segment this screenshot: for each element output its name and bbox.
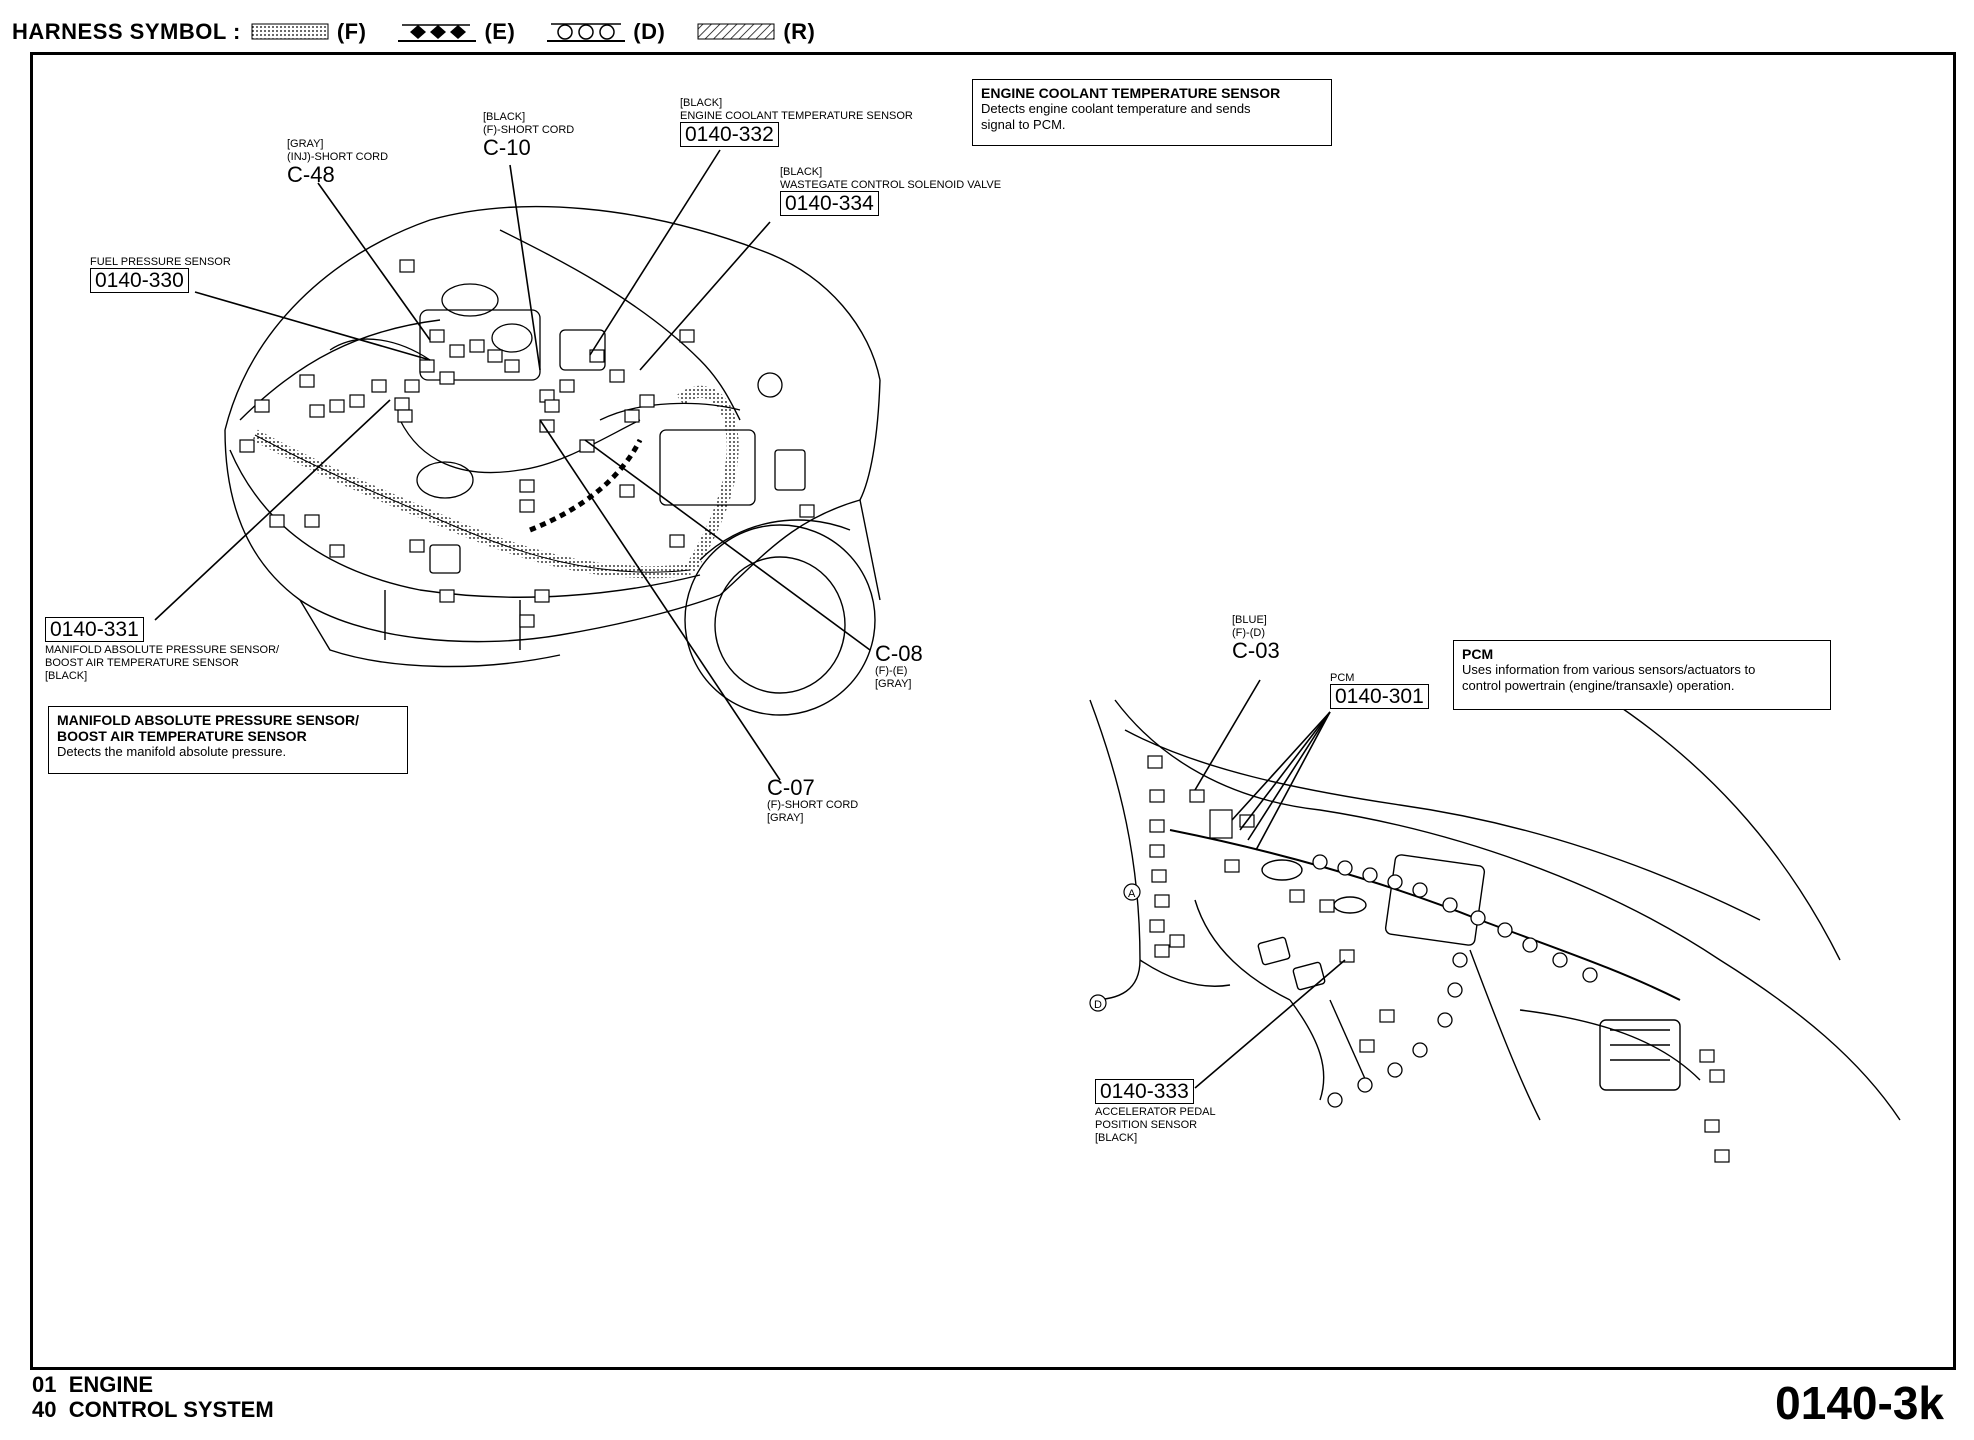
c03-id: C-03: [1232, 638, 1280, 663]
engine-connectors: [239, 259, 815, 628]
dotted-shading-icon: [251, 23, 329, 40]
harness-legend: HARNESS SYMBOL : (F) (E) (D) (R): [12, 14, 837, 50]
section-footer: 01 ENGINE 40 CONTROL SYSTEM: [32, 1372, 274, 1422]
map-line2: BOOST AIR TEMPERATURE SENSOR: [45, 657, 239, 669]
harness-symbol-f: (F): [251, 19, 367, 45]
harness-symbol-r: (R): [697, 19, 815, 45]
map-code: 0140-331: [45, 617, 144, 642]
map-color: [BLACK]: [45, 670, 88, 682]
map-line1: MANIFOLD ABSOLUTE PRESSURE SENSOR/: [45, 644, 280, 656]
wastegate-valve-label: [BLACK] WASTEGATE CONTROL SOLENOID VALVE…: [780, 166, 1001, 216]
c03-color: [BLUE]: [1232, 614, 1267, 626]
c10-type: (F)-SHORT CORD: [483, 124, 575, 136]
harness-title: HARNESS SYMBOL :: [12, 19, 241, 44]
marker-d-circle: [1089, 994, 1107, 1012]
wastegate-name: WASTEGATE CONTROL SOLENOID VALVE: [780, 179, 1002, 191]
c07-color: [GRAY]: [767, 812, 804, 824]
wastegate-color: [BLACK]: [780, 166, 823, 178]
map-info-title2: BOOST AIR TEMPERATURE SENSOR: [57, 728, 307, 744]
engine-harness-main: [252, 429, 691, 579]
footer-text-1: ENGINE: [68, 1372, 154, 1397]
c48-id: C-48: [287, 162, 335, 187]
pcm-info-line2: control powertrain (engine/transaxle) op…: [1462, 678, 1735, 693]
connector-c03-label: [BLUE] (F)-(D) C-03: [1232, 614, 1280, 662]
harness-key-d: (D): [633, 19, 666, 44]
ect-info-title: ENGINE COOLANT TEMPERATURE SENSOR: [981, 85, 1281, 101]
c08-id: C-08: [875, 641, 923, 666]
c48-type: (INJ)-SHORT CORD: [287, 151, 389, 163]
map-info-desc: Detects the manifold absolute pressure.: [57, 744, 287, 759]
fuel-pressure-sensor-code: 0140-330: [90, 268, 189, 293]
pcm-code: 0140-301: [1330, 684, 1429, 709]
app-code: 0140-333: [1095, 1079, 1194, 1104]
harness-key-f: (F): [336, 19, 367, 44]
car-body-outline: [224, 205, 881, 716]
diagram-frame: [30, 52, 1956, 1370]
harness-key-r: (R): [783, 19, 816, 44]
pcm-name: PCM: [1330, 672, 1355, 684]
map-sensor-label: 0140-331 MANIFOLD ABSOLUTE PRESSURE SENS…: [45, 617, 280, 683]
app-line1: ACCELERATOR PEDAL: [1095, 1106, 1216, 1118]
c10-id: C-10: [483, 135, 531, 160]
ect-info-box: ENGINE COOLANT TEMPERATURE SENSOR Detect…: [972, 79, 1332, 146]
pcm-info-line1: Uses information from various sensors/ac…: [1462, 662, 1756, 677]
footer-text-2: CONTROL SYSTEM: [68, 1397, 274, 1422]
dash-harness: [1169, 829, 1681, 1001]
c08-type: (F)-(E): [875, 665, 908, 677]
pcm-info-box: PCM Uses information from various sensor…: [1453, 640, 1831, 710]
c08-color: [GRAY]: [875, 678, 912, 690]
harness-symbol-e: (E): [398, 19, 515, 45]
c07-type: (F)-SHORT CORD: [767, 799, 859, 811]
wastegate-code: 0140-334: [780, 191, 879, 216]
app-line2: POSITION SENSOR: [1095, 1119, 1198, 1131]
page-code: 0140-3k: [1775, 1377, 1944, 1429]
map-info-title1: MANIFOLD ABSOLUTE PRESSURE SENSOR/: [57, 712, 360, 728]
connector-c08-label: C-08 (F)-(E) [GRAY]: [875, 643, 923, 691]
diagonal-hatch-icon: [697, 23, 775, 40]
engine-leader-lines: [154, 149, 871, 781]
connector-c07-label: C-07 (F)-SHORT CORD [GRAY]: [767, 777, 858, 825]
fuel-pressure-sensor-label: FUEL PRESSURE SENSOR 0140-330: [90, 256, 231, 293]
harness-symbol-d: (D): [547, 19, 665, 45]
c03-type: (F)-(D): [1232, 627, 1265, 639]
footer-num-2: 40: [32, 1397, 57, 1422]
marker-a-circle: [1123, 883, 1141, 901]
dash-leader-lines: [1194, 679, 1346, 1089]
harness-key-e: (E): [484, 19, 516, 44]
ect-sensor-label: [BLACK] ENGINE COOLANT TEMPERATURE SENSO…: [680, 97, 913, 147]
pcm-label: PCM 0140-301: [1330, 672, 1429, 709]
footer-num-1: 01: [32, 1372, 57, 1397]
dash-connectors: [1147, 755, 1730, 1163]
ect-color: [BLACK]: [680, 97, 723, 109]
c07-id: C-07: [767, 775, 815, 800]
app-color: [BLACK]: [1095, 1132, 1138, 1144]
ect-info-line2: signal to PCM.: [981, 117, 1066, 132]
c10-color: [BLACK]: [483, 111, 526, 123]
connector-c10-label: [BLACK] (F)-SHORT CORD C-10: [483, 111, 574, 159]
marker-d: D: [1094, 999, 1102, 1011]
c48-color: [GRAY]: [287, 138, 324, 150]
map-info-box: MANIFOLD ABSOLUTE PRESSURE SENSOR/ BOOST…: [48, 706, 408, 774]
connector-c48-label: [GRAY] (INJ)-SHORT CORD C-48: [287, 138, 388, 186]
ect-info-line1: Detects engine coolant temperature and s…: [981, 101, 1251, 116]
circle-chain-icon: [547, 23, 626, 42]
app-sensor-label: 0140-333 ACCELERATOR PEDAL POSITION SENS…: [1095, 1079, 1216, 1145]
ect-name: ENGINE COOLANT TEMPERATURE SENSOR: [680, 110, 913, 122]
fuel-pressure-sensor-name: FUEL PRESSURE SENSOR: [90, 256, 231, 268]
pcm-info-title: PCM: [1462, 646, 1494, 662]
marker-a: A: [1128, 888, 1136, 900]
diamond-chain-icon: [398, 24, 477, 42]
ect-code: 0140-332: [680, 122, 779, 147]
dash-harness-rings: [1312, 854, 1598, 1108]
